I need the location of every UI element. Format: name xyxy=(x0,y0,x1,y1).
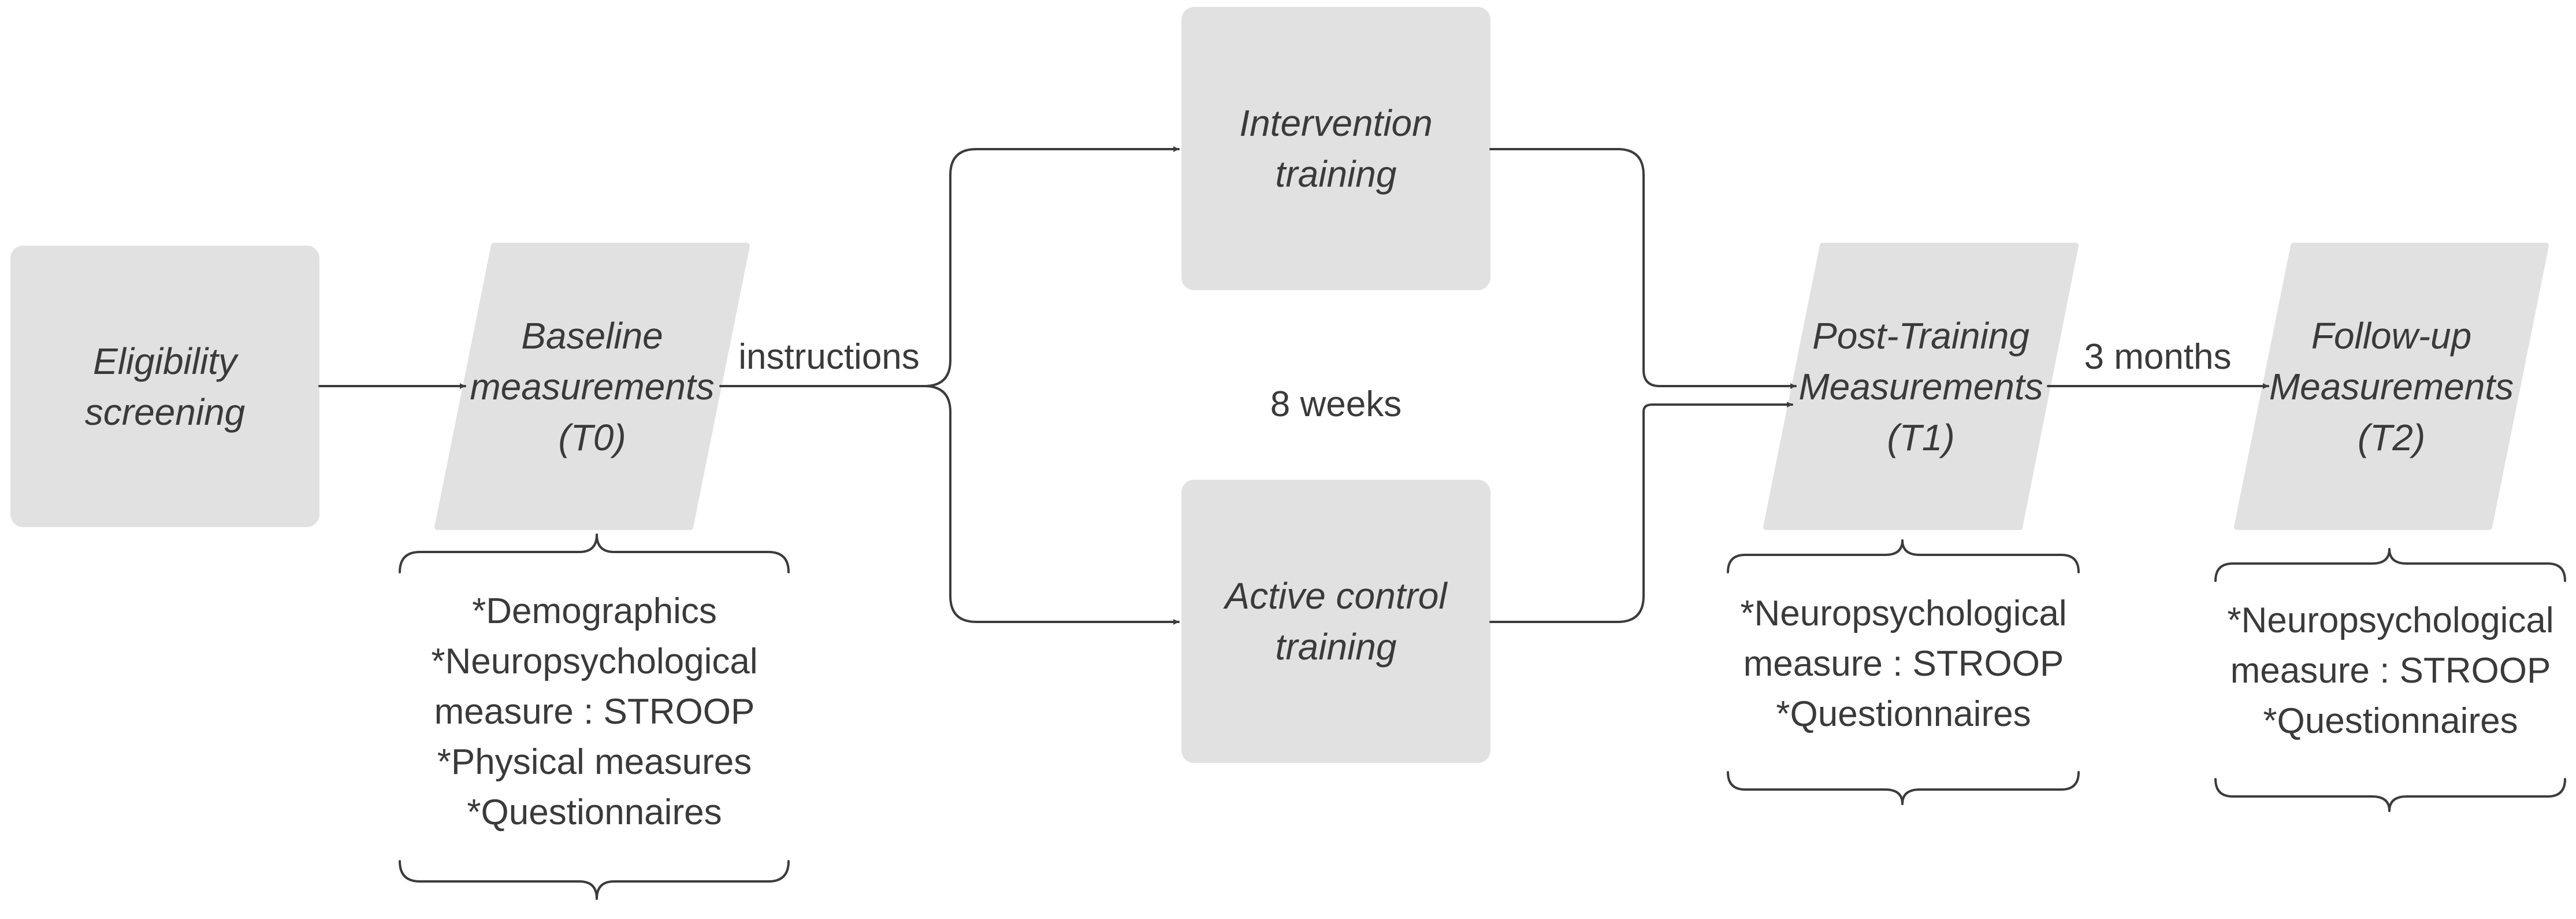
follow-up-label-line: Follow-up xyxy=(2311,314,2472,357)
duration-label: 8 weeks xyxy=(1270,384,1402,424)
active-control-label: Active control training xyxy=(1181,480,1490,763)
arrow-intervention-to-post-training xyxy=(1489,148,1797,389)
post-training-label-line: (T1) xyxy=(1887,416,1955,458)
post-training-label-line: Post-Training xyxy=(1812,314,2029,357)
intervention-label-line: Intervention xyxy=(1239,102,1433,144)
intervention-label-line: training xyxy=(1275,153,1397,195)
eligibility-label-line: Eligibility xyxy=(93,340,237,382)
measure-item: measure : STROOP xyxy=(434,692,755,732)
followup-delay-label: 3 months xyxy=(2084,337,2232,377)
active-control-label-line: Active control xyxy=(1225,575,1447,617)
arrow-branch-to-active-control xyxy=(923,385,1180,625)
follow-up-label-line: (T2) xyxy=(2357,416,2426,458)
baseline-label: Baseline measurements (T0) xyxy=(437,246,747,527)
measure-item: *Neuropsychological xyxy=(1740,594,2067,633)
arrow-active-control-to-post-training xyxy=(1489,402,1793,623)
intervention-training-box xyxy=(1181,7,1490,290)
active-control-training-box xyxy=(1181,480,1490,763)
eligibility-label-line: screening xyxy=(84,391,246,433)
follow-up-measures-list: *Neuropsychological measure : STROOP *Qu… xyxy=(2217,595,2564,746)
post-training-measurements-box xyxy=(1763,243,2079,530)
follow-up-measurements-box xyxy=(2234,243,2549,530)
measure-item: *Neuropsychological xyxy=(2227,601,2554,640)
eligibility-label: Eligibility screening xyxy=(10,246,319,527)
measure-item: *Physical measures xyxy=(437,742,752,782)
post-training-brace-top xyxy=(1727,539,2080,573)
measure-item: *Neuropsychological xyxy=(431,642,758,681)
baseline-measures-list: *Demographics *Neuropsychological measur… xyxy=(404,586,785,838)
measure-item: *Questionnaires xyxy=(1776,694,2031,734)
eligibility-screening-box xyxy=(10,246,319,527)
arrow-branch-to-intervention xyxy=(923,146,1180,387)
measure-item: *Demographics xyxy=(472,591,717,631)
post-training-brace-bottom xyxy=(1727,771,2080,805)
measure-item: measure : STROOP xyxy=(1743,644,2064,684)
follow-up-label-line: Measurements xyxy=(2269,365,2514,407)
post-training-measures-list: *Neuropsychological measure : STROOP *Qu… xyxy=(1730,588,2077,739)
measure-item: *Questionnaires xyxy=(467,792,722,832)
active-control-label-line: training xyxy=(1275,626,1397,668)
post-training-label-line: Measurements xyxy=(1798,365,2043,407)
baseline-brace-top xyxy=(399,533,790,573)
follow-up-label: Follow-up Measurements (T2) xyxy=(2237,246,2546,527)
intervention-label: Intervention training xyxy=(1181,7,1490,290)
baseline-label-line: (T0) xyxy=(558,416,626,458)
instructions-label: instructions xyxy=(738,337,920,377)
baseline-brace-bottom xyxy=(399,860,790,900)
baseline-measurements-box xyxy=(434,243,750,530)
measure-item: measure : STROOP xyxy=(2230,651,2551,691)
follow-up-brace-bottom xyxy=(2214,778,2566,812)
post-training-label: Post-Training Measurements (T1) xyxy=(1766,246,2076,527)
measure-item: *Questionnaires xyxy=(2263,701,2518,741)
baseline-label-line: measurements xyxy=(470,365,715,407)
follow-up-brace-top xyxy=(2214,548,2566,582)
baseline-label-line: Baseline xyxy=(521,314,663,357)
